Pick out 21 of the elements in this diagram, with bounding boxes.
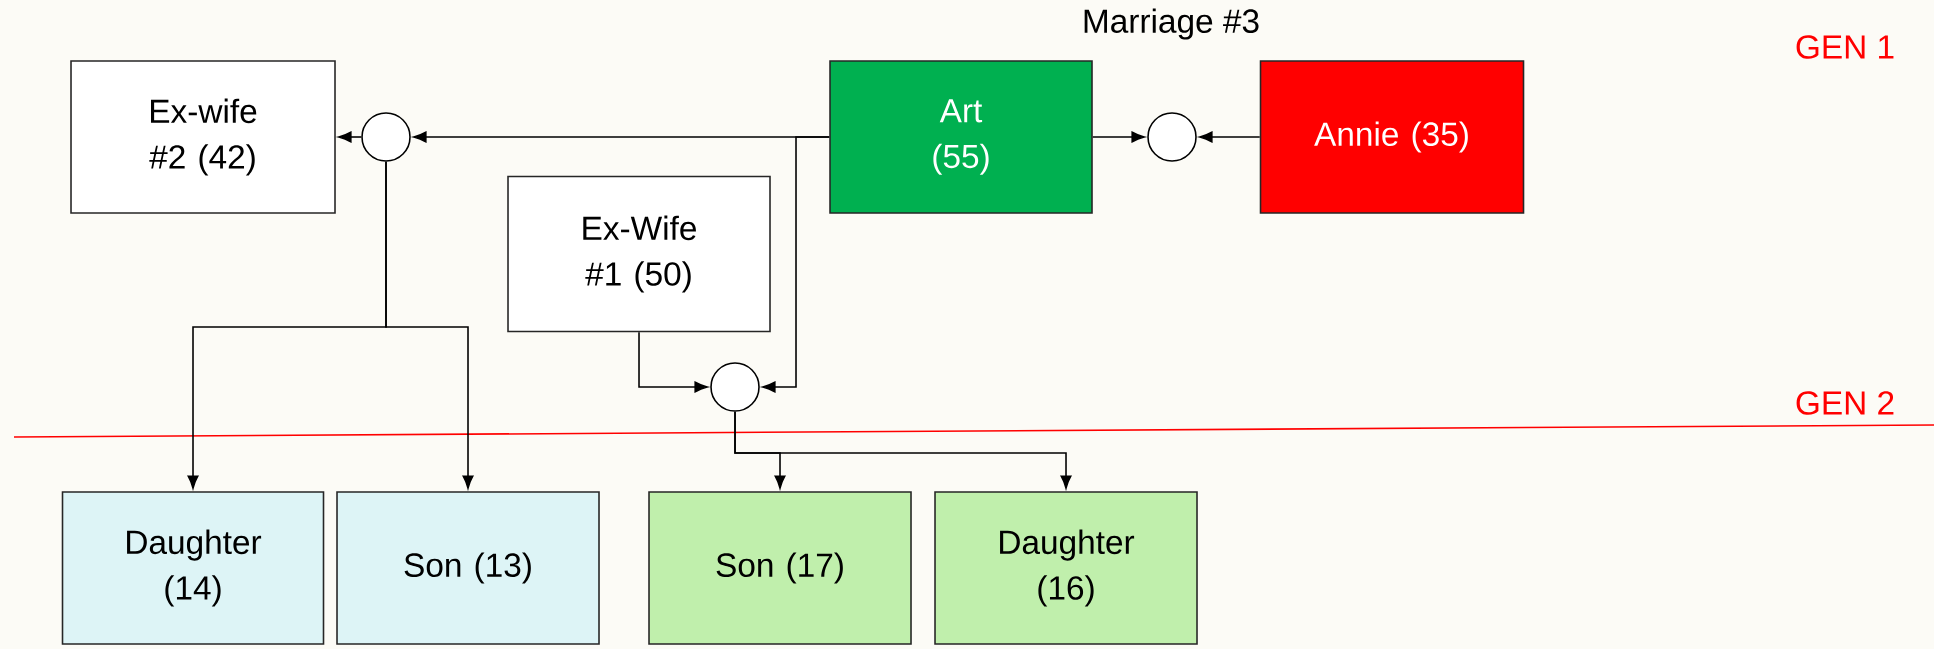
connector-arrow (638, 331, 708, 393)
connector-arrow (1199, 131, 1261, 143)
connector-arrow (734, 411, 1072, 489)
person-box: Ex-Wife #1 (50) (507, 175, 771, 333)
person-box: Annie (35) (1259, 60, 1525, 214)
person-box: Daughter (14) (61, 491, 325, 645)
person-box: Daughter (16) (934, 491, 1198, 645)
marriage-circle (361, 112, 411, 162)
connector-arrow (385, 161, 474, 489)
marriage-circle (1147, 112, 1197, 162)
marriage-circle (710, 362, 760, 412)
connector-arrow (338, 131, 362, 143)
connector-arrow (762, 136, 830, 393)
generation-label: GEN 2 (1796, 391, 1894, 415)
connector-arrow (1092, 131, 1145, 143)
person-box: Son (13) (336, 491, 600, 645)
marriage-label: Marriage #3 (1084, 8, 1259, 40)
person-box: Art (55) (829, 60, 1093, 214)
generation-label: GEN 1 (1796, 35, 1894, 59)
person-box: Ex-wife #2 (42) (70, 60, 336, 214)
person-box: Son (17) (648, 491, 912, 645)
